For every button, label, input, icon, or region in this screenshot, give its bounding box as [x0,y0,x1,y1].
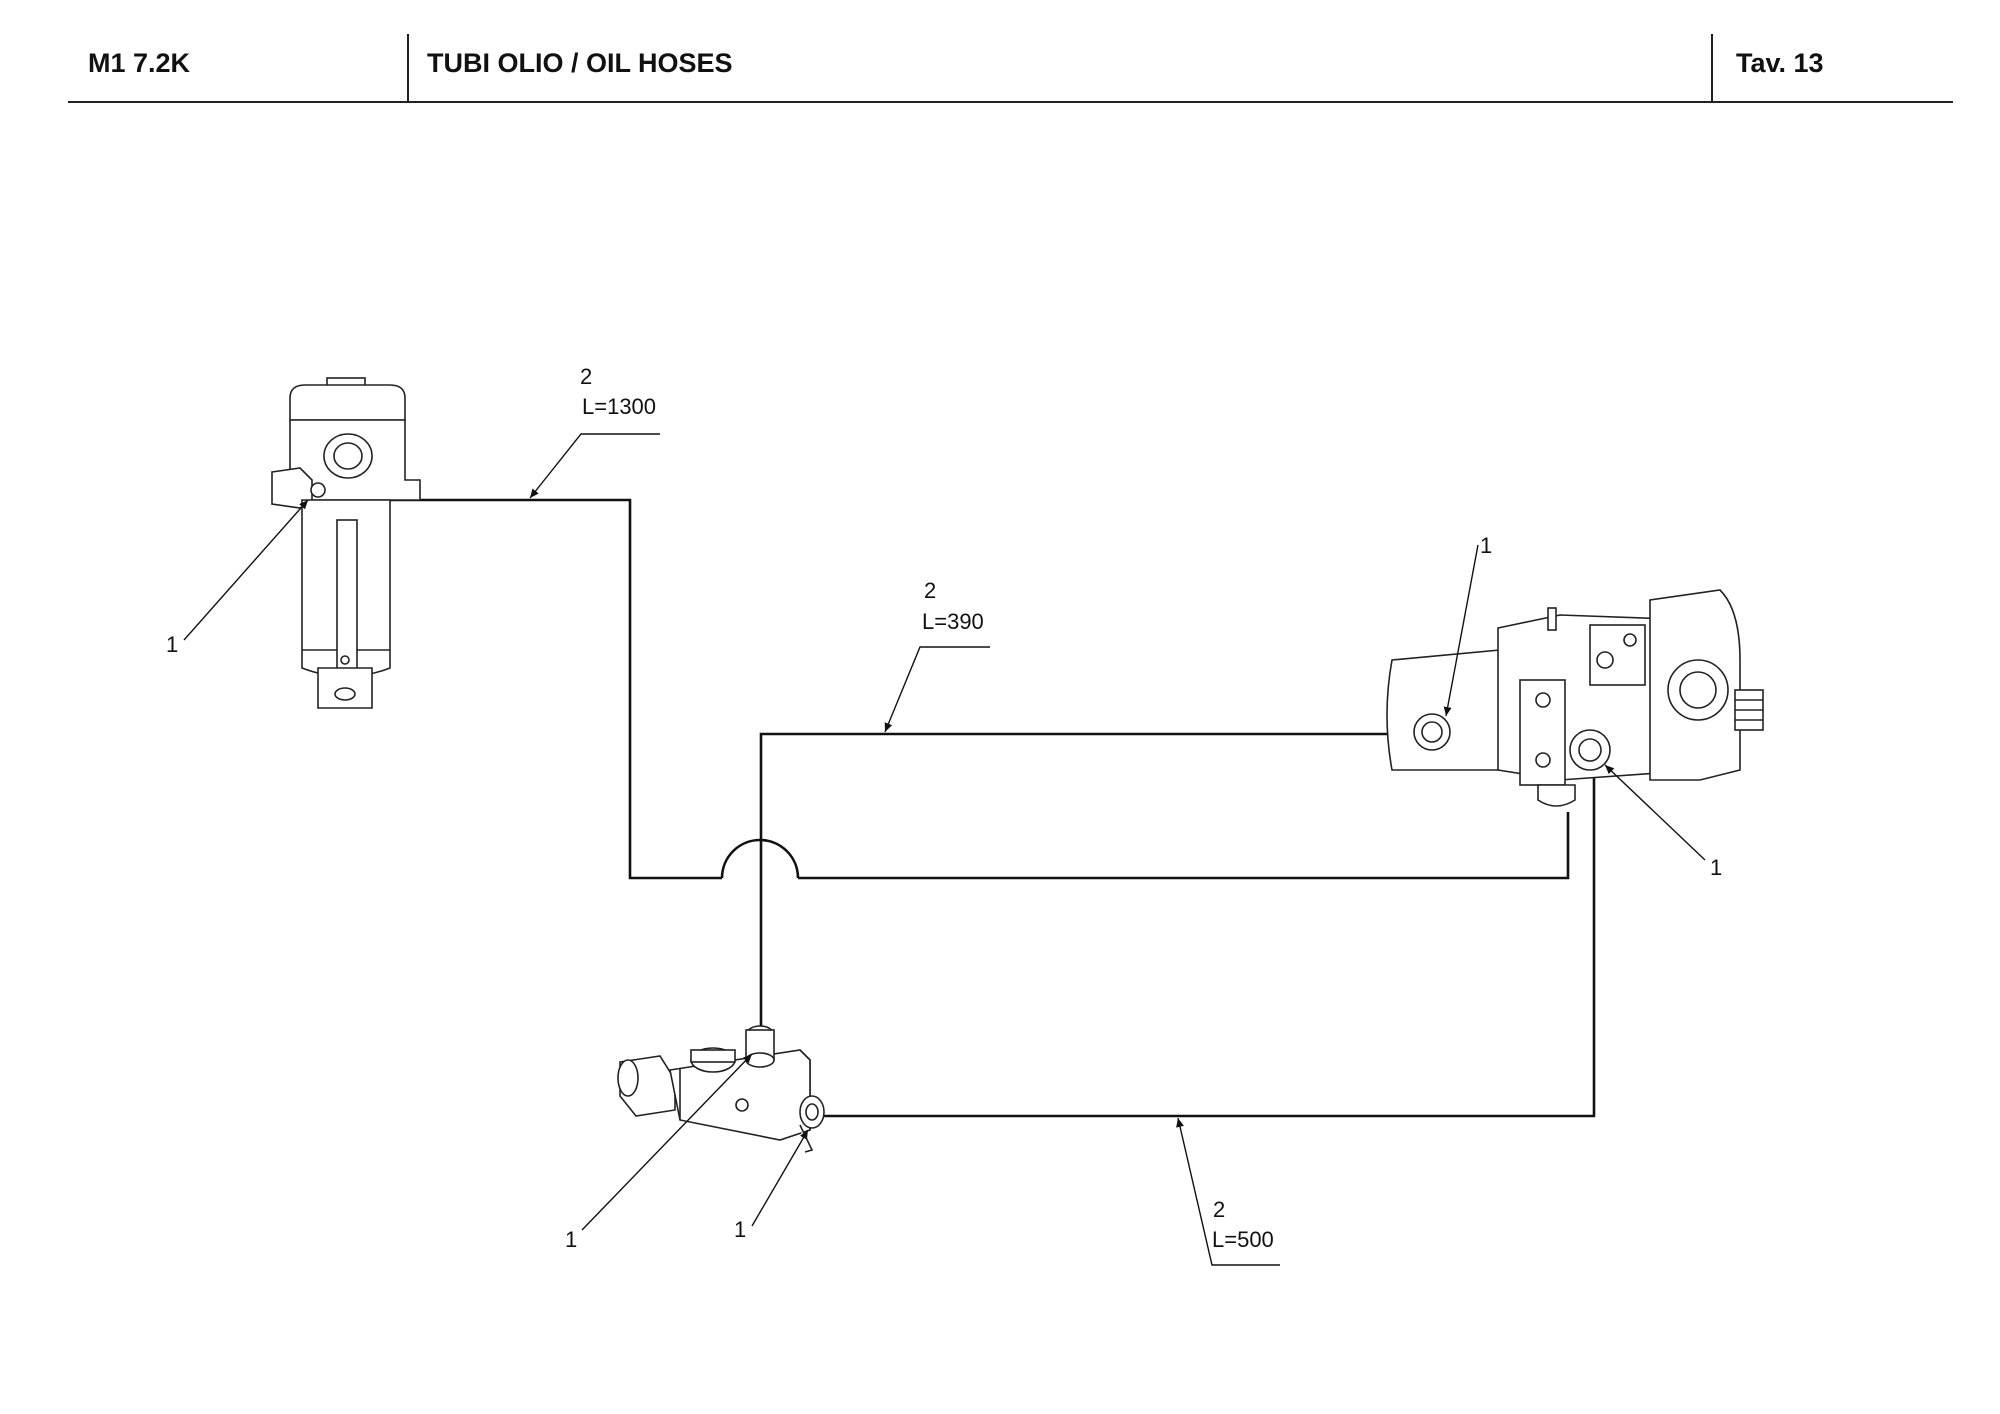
drawing-code: M1 7.2K [88,48,191,78]
hose-l1300-return [798,812,1570,880]
leader-fitting-valve-side [751,1129,809,1227]
header-divider [407,34,409,101]
hose-label-item: 2 [1213,1197,1225,1222]
leader-fitting-filter [183,499,309,641]
fitting-labels: 1 1 1 1 1 [166,533,1722,1252]
header-rule [68,101,1953,103]
hose-label-length: L=390 [922,609,984,634]
hose-label-length: L=500 [1212,1227,1274,1252]
hose-l500 [820,770,1596,1118]
hose-labels: 2 L=1300 2 L=390 2 L=500 [580,364,1274,1252]
hose-l390 [759,732,1420,1030]
header-divider [1711,34,1713,101]
table-number: Tav. 13 [1736,48,1824,78]
fitting-label: 1 [1480,533,1492,558]
leader-fitting-pump-inlet [1443,544,1479,717]
hose-lines [345,498,1596,1118]
hose-label-item: 2 [580,364,592,389]
drawing-title: TUBI OLIO / OIL HOSES [427,48,733,78]
hose-label-item: 2 [924,578,936,603]
fitting-label: 1 [166,632,178,657]
leader-hose-l1300 [529,433,660,499]
hose-label-length: L=1300 [582,394,656,419]
leader-hose-l500 [1176,1117,1280,1266]
fitting-label: 1 [1710,855,1722,880]
hydraulic-pump [1386,589,1764,807]
title-block: M1 7.2K TUBI OLIO / OIL HOSES Tav. 13 [0,0,2000,104]
leader-hose-l390 [884,646,990,733]
leader-fitting-pump-outlet [1604,764,1706,861]
fitting-label: 1 [734,1217,746,1242]
valve-block [617,1025,825,1153]
filter-assembly [271,377,421,709]
hose-l1300 [345,498,722,880]
fitting-label: 1 [565,1227,577,1252]
leader-fitting-valve-top [581,1053,753,1231]
